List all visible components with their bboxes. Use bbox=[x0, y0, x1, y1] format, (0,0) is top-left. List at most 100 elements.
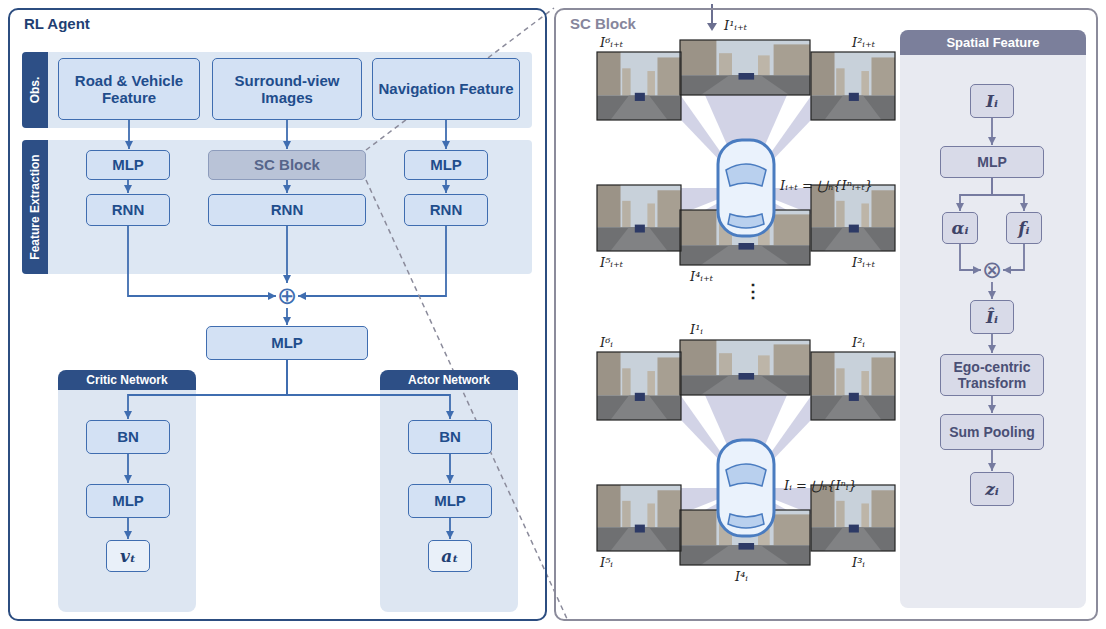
process-box: Road & Vehicle Feature bbox=[58, 58, 200, 120]
math-symbol: zᵢ bbox=[985, 480, 999, 499]
flow-arrow bbox=[128, 226, 276, 296]
input-arrow bbox=[711, 4, 713, 24]
flow-arrow bbox=[991, 118, 993, 145]
process-box: BN bbox=[86, 420, 170, 454]
box-label: Surround-view Images bbox=[218, 72, 356, 107]
image-label: I⁴ᵢ₊ₜ bbox=[690, 269, 713, 284]
band-title: Feature Extraction bbox=[28, 154, 42, 259]
box-label: RNN bbox=[112, 201, 145, 218]
zoom-connector bbox=[366, 8, 554, 150]
image-label: I³ᵢ₊ₜ bbox=[852, 255, 875, 270]
image-label: I²ᵢ bbox=[852, 335, 865, 350]
stage-band: Feature Extraction MLP SC Block MLP RNN RNN RN… bbox=[22, 140, 532, 274]
process-box: RNN bbox=[208, 194, 366, 226]
image-label: I⁶ᵢ₊ₜ bbox=[600, 35, 623, 50]
equation-label: Iᵢ₊ₜ = ⋃ₙ{Iⁿᵢ₊ₜ} bbox=[780, 178, 873, 193]
box-label: MLP bbox=[430, 156, 462, 173]
process-box: MLP bbox=[86, 484, 170, 518]
box-label: SC Block bbox=[254, 156, 320, 173]
image-label: I⁶ᵢ bbox=[600, 335, 613, 350]
process-box: MLP bbox=[940, 146, 1044, 178]
agent-panel: RL AgentObs.Road & Vehicle FeatureSurrou… bbox=[8, 8, 547, 621]
box-label: MLP bbox=[112, 492, 144, 509]
flow-arrow bbox=[286, 120, 288, 149]
box-label: MLP bbox=[434, 492, 466, 509]
feature-symbol: αᵢ bbox=[942, 212, 978, 244]
equation-label: Iᵢ = ⋃ₙ{Iⁿᵢ} bbox=[784, 478, 857, 493]
sum-operator: ⊕ bbox=[277, 284, 297, 308]
math-symbol: Iᵢ bbox=[986, 92, 998, 111]
process-box: MLP bbox=[408, 484, 492, 518]
image-label: I⁵ᵢ₊ₜ bbox=[600, 255, 623, 270]
flow-arrow bbox=[991, 450, 993, 471]
box-label: MLP bbox=[112, 156, 144, 173]
label-anchor: I²ᵢ₊ₜ bbox=[852, 33, 875, 51]
process-box: RNN bbox=[86, 194, 170, 226]
process-box: RNN bbox=[404, 194, 488, 226]
operator-symbol: ⊕ bbox=[277, 284, 297, 308]
panel-fill bbox=[22, 140, 532, 274]
network-panel: Actor NetworkBN MLP aₜ bbox=[380, 370, 518, 612]
flow-arrow bbox=[960, 244, 981, 270]
panel-fill bbox=[900, 30, 1086, 608]
zoom-panel: SC BlockSpatial FeatureIᵢMLPαᵢfᵢ⊗ÎᵢEgo-c… bbox=[554, 8, 1098, 621]
label-anchor: I⁵ᵢ bbox=[600, 553, 613, 571]
math-symbol: αᵢ bbox=[951, 219, 968, 238]
flow-arrow bbox=[991, 396, 993, 413]
box-label: RNN bbox=[430, 201, 463, 218]
product-operator: ⊗ bbox=[982, 258, 1002, 282]
feature-symbol: Îᵢ bbox=[970, 300, 1014, 334]
box-label: Navigation Feature bbox=[378, 80, 513, 97]
image-label: I³ᵢ bbox=[852, 555, 865, 570]
zoom-connector bbox=[366, 180, 568, 621]
image-label: ⋮ bbox=[744, 280, 762, 301]
flow-arrow bbox=[286, 226, 288, 283]
feature-panel: Spatial FeatureIᵢMLPαᵢfᵢ⊗ÎᵢEgo-centric T… bbox=[900, 30, 1086, 608]
box-label: BN bbox=[117, 428, 139, 445]
panel-header: Critic Network bbox=[58, 370, 196, 390]
flow-arrow bbox=[445, 180, 447, 193]
label-anchor: Iᵢ = ⋃ₙ{Iⁿᵢ} bbox=[784, 476, 857, 494]
process-box: MLP bbox=[86, 150, 170, 180]
process-box: BN bbox=[408, 420, 492, 454]
label-anchor: I³ᵢ₊ₜ bbox=[852, 253, 875, 271]
box-label: Road & Vehicle Feature bbox=[64, 72, 194, 107]
flow-arrow bbox=[449, 454, 451, 483]
label-anchor: I⁴ᵢ₊ₜ bbox=[690, 267, 713, 285]
image-label: I⁵ᵢ bbox=[600, 555, 613, 570]
flow-arrow bbox=[445, 120, 447, 149]
flow-arrow bbox=[960, 178, 992, 211]
flow-arrow bbox=[127, 180, 129, 193]
surround-view-step bbox=[597, 40, 895, 265]
flow-arrow bbox=[991, 334, 993, 353]
image-label: I¹ᵢ bbox=[690, 322, 703, 337]
panel-header: Actor Network bbox=[380, 370, 518, 390]
label-anchor: I⁴ᵢ bbox=[735, 567, 748, 585]
process-box: MLP bbox=[206, 326, 368, 360]
process-box: Surround-view Images bbox=[212, 58, 362, 120]
math-symbol: fᵢ bbox=[1018, 219, 1029, 238]
network-panel: Critic NetworkBNMLPvₜ bbox=[58, 370, 196, 612]
panel-title: SC Block bbox=[570, 15, 636, 32]
panel-fill bbox=[380, 370, 518, 612]
flow-arrow bbox=[298, 226, 446, 296]
flow-arrow bbox=[286, 180, 288, 193]
feature-symbol: Iᵢ bbox=[970, 84, 1014, 118]
label-anchor: I³ᵢ bbox=[852, 553, 865, 571]
flow-arrow bbox=[127, 454, 129, 483]
box-label: Sum Pooling bbox=[949, 424, 1035, 440]
flow-arrow bbox=[449, 518, 451, 539]
process-box: Navigation Feature bbox=[372, 58, 520, 120]
process-box: Sum Pooling bbox=[940, 414, 1044, 450]
box-label: RNN bbox=[271, 201, 304, 218]
image-label: I¹ᵢ₊ₜ bbox=[724, 18, 747, 33]
output-box: aₜ bbox=[428, 540, 472, 572]
flow-arrow bbox=[991, 282, 993, 299]
label-anchor: ⋮ bbox=[744, 280, 762, 302]
label-anchor: I⁶ᵢ bbox=[600, 333, 613, 351]
process-box: Ego-centric Transform bbox=[940, 354, 1044, 396]
band-strip bbox=[22, 140, 48, 274]
label-anchor: I⁶ᵢ₊ₜ bbox=[600, 33, 623, 51]
